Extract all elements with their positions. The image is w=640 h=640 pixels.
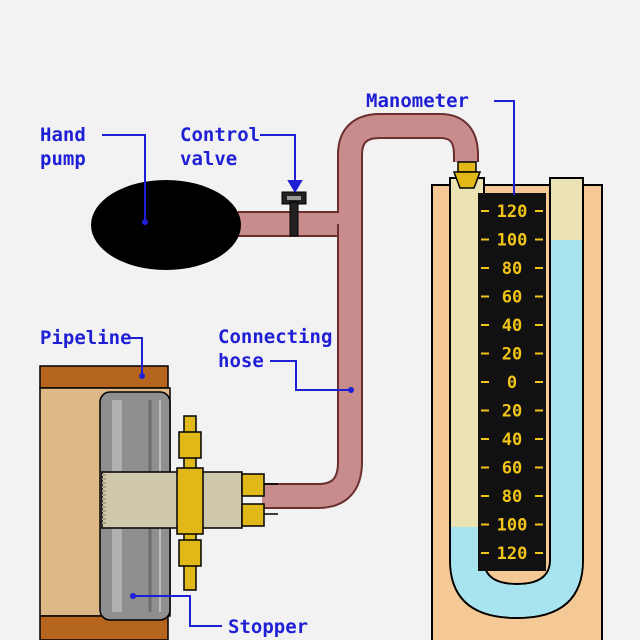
pipeline-flange-top	[39, 365, 169, 389]
hand-pump-label-line2: pump	[40, 148, 86, 170]
connecting-hose-label-line1: Connecting	[218, 326, 333, 348]
scale-label: 20	[502, 345, 522, 365]
hand-pump-label: Hand pump	[40, 123, 86, 171]
manometer-leader	[494, 100, 515, 195]
control-valve-arrow	[287, 180, 303, 193]
brass-fitting-icon	[241, 473, 278, 527]
t-valve-icon	[281, 191, 307, 237]
scale-label: 60	[502, 288, 522, 308]
pipeline-leader	[128, 337, 143, 376]
scale-label: 80	[502, 259, 522, 279]
scale-label: 120	[497, 202, 528, 222]
connecting-hose-label-line2: hose	[218, 350, 264, 372]
scale-panel	[478, 193, 546, 571]
control-valve-label-line2: valve	[180, 148, 238, 170]
scale-label: 40	[502, 430, 522, 450]
scale-label: 20	[502, 402, 522, 422]
hand-pump-label-line1: Hand	[40, 124, 86, 146]
clamp-bolt	[176, 415, 204, 591]
stopper	[99, 391, 243, 621]
scale-label: 100	[497, 516, 528, 536]
scale-label: 0	[507, 373, 517, 393]
hand-pump-bulb	[91, 180, 241, 270]
control-valve-label-line1: Control	[180, 124, 261, 146]
hand-pump-leader	[102, 134, 146, 220]
leader-lines	[102, 100, 515, 627]
stopper-rod	[101, 471, 243, 529]
manometer-label: Manometer	[366, 90, 469, 112]
hose	[238, 113, 479, 509]
scale-label: 120	[497, 544, 528, 564]
manometer	[431, 161, 603, 640]
connecting-hose-label: Connecting hose	[218, 325, 332, 373]
scale-label: 100	[497, 231, 528, 251]
manometer-scale: 120 100 80 60 40 20 0 20 40 60 80 100 120	[481, 202, 543, 564]
scale-label: 80	[502, 487, 522, 507]
connecting-hose-leader	[270, 360, 353, 391]
pipeline-label: Pipeline	[40, 327, 132, 349]
scale-label: 40	[502, 316, 522, 336]
stopper-label: Stopper	[228, 616, 309, 638]
control-valve-leader	[260, 134, 296, 183]
stopper-leader	[133, 595, 222, 627]
scale-label: 60	[502, 459, 522, 479]
manometer-fluid	[451, 240, 582, 617]
control-valve-label: Control valve	[180, 123, 260, 171]
